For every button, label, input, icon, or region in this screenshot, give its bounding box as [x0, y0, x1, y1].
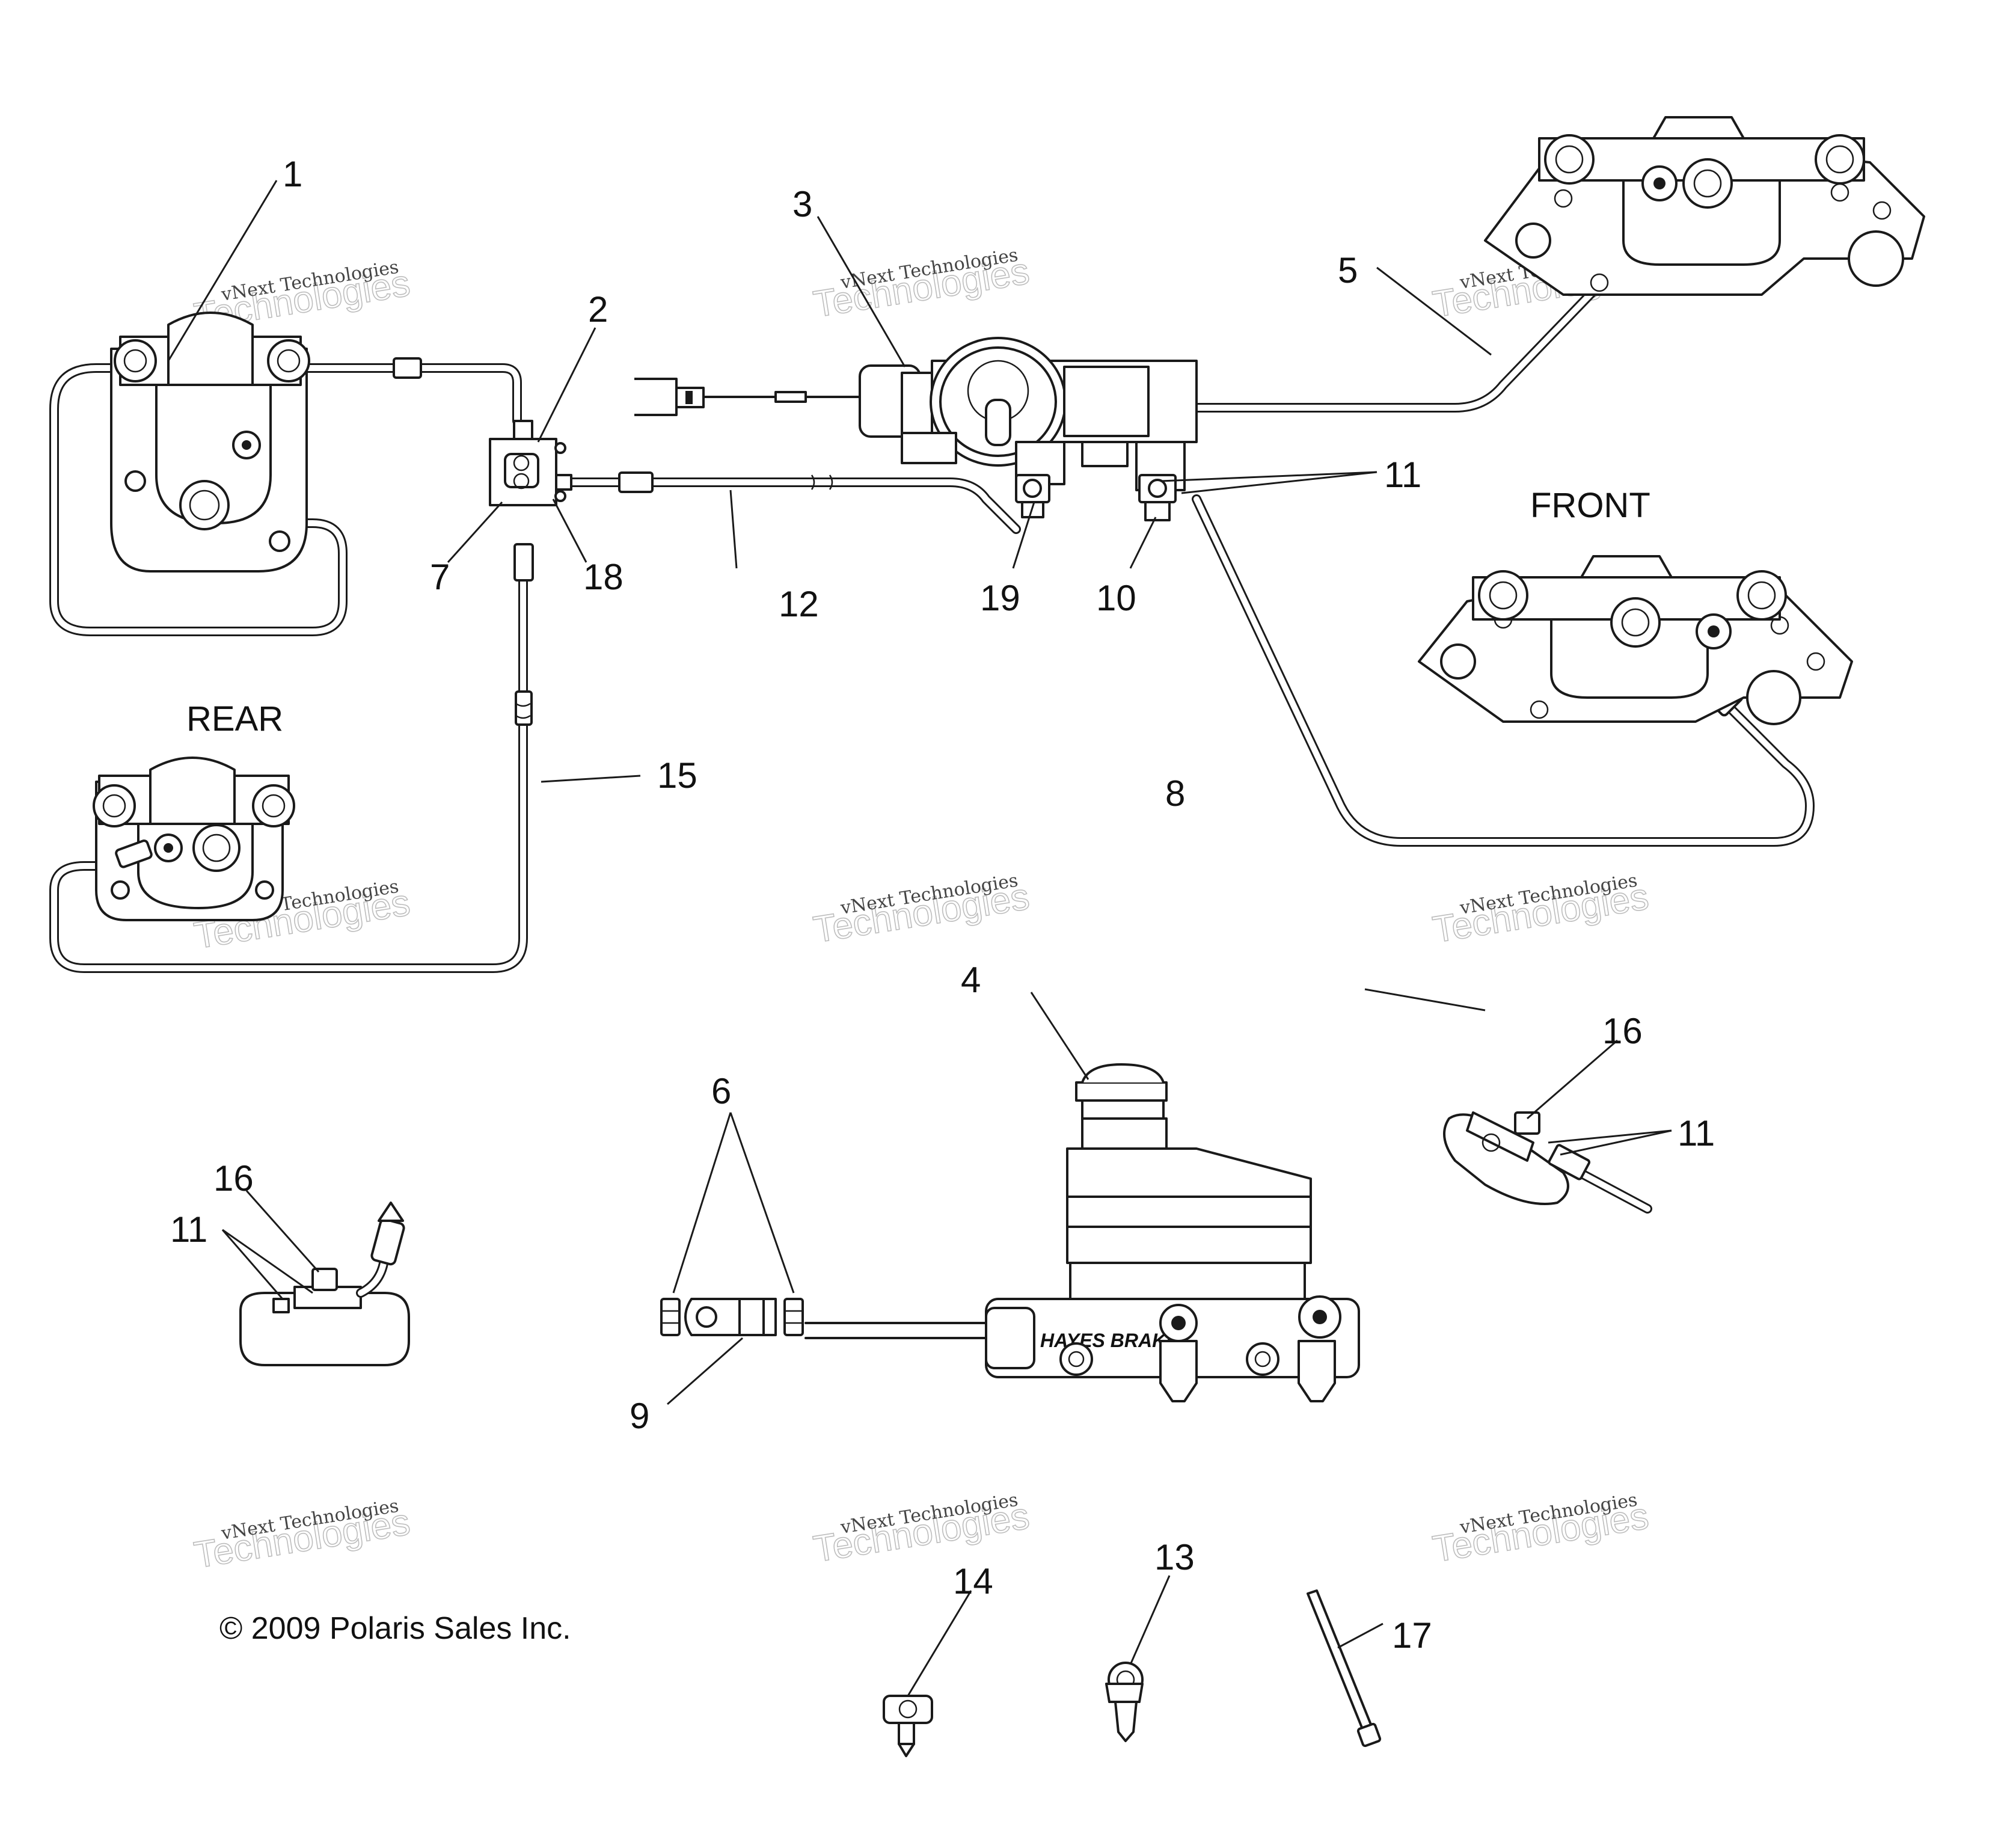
section-label-front: FRONT	[1530, 486, 1650, 525]
callout-1: 1	[283, 154, 302, 194]
cable-tie-17	[1307, 1589, 1382, 1748]
callout-16: 16	[1602, 1011, 1643, 1051]
rear-caliper-lower	[93, 757, 295, 921]
copyright-notice: © 2009 Polaris Sales Inc.	[219, 1611, 571, 1646]
callout-11-right-detail: 11	[1678, 1113, 1715, 1153]
clip-14	[883, 1695, 933, 1757]
callout-5: 5	[1338, 250, 1358, 290]
banjo-bolt-detail-left	[239, 1202, 410, 1366]
callout-12: 12	[779, 584, 819, 624]
callout-2: 2	[588, 289, 608, 330]
front-caliper-lower	[1418, 555, 1853, 725]
banjo-bolt-detail-right	[1443, 1111, 1652, 1214]
callout-10: 10	[1096, 578, 1136, 618]
brake-line-12	[566, 471, 1021, 534]
callout-14: 14	[953, 1561, 993, 1601]
callout-18: 18	[583, 557, 624, 597]
brake-line-15	[49, 543, 534, 973]
master-cylinder-lower: HAYES BRAKE	[804, 1063, 1360, 1402]
watermark-5: Technologies vNext Technologies	[810, 870, 1032, 951]
callout-8: 8	[1165, 773, 1185, 814]
front-caliper-upper	[1484, 116, 1925, 296]
rear-caliper-upper	[110, 312, 310, 573]
callout-3: 3	[792, 184, 812, 224]
clevis-and-nuts	[660, 1298, 804, 1336]
junction-block	[489, 420, 572, 506]
watermark-6: Technologies vNext Technologies	[1429, 870, 1652, 951]
leader-lines	[167, 180, 1672, 1696]
callout-19: 19	[980, 578, 1020, 618]
watermark-8: Technologies vNext Technologies	[810, 1490, 1032, 1571]
callout-9: 9	[630, 1396, 649, 1436]
callout-11-left-detail: 11	[170, 1209, 207, 1250]
section-label-rear: REAR	[186, 699, 283, 738]
watermark-9: Technologies vNext Technologies	[1429, 1490, 1652, 1571]
brake-line-1	[49, 357, 522, 636]
clip-13	[1105, 1662, 1144, 1742]
master-cylinder-upper	[634, 337, 1198, 521]
callout-16-left-detail: 16	[213, 1158, 254, 1199]
watermark-7: Technologies vNext Technologies	[191, 1496, 413, 1577]
callout-4: 4	[961, 960, 981, 1000]
watermark-2: Technologies vNext Technologies	[810, 245, 1032, 326]
callout-13: 13	[1154, 1537, 1195, 1577]
callout-6: 6	[711, 1071, 731, 1111]
callout-17: 17	[1392, 1615, 1432, 1656]
callout-7: 7	[430, 557, 450, 597]
hayes-brake-stamp: HAYES BRAKE	[1040, 1330, 1180, 1351]
callout-15: 15	[657, 755, 697, 796]
callout-11: 11	[1384, 455, 1421, 495]
